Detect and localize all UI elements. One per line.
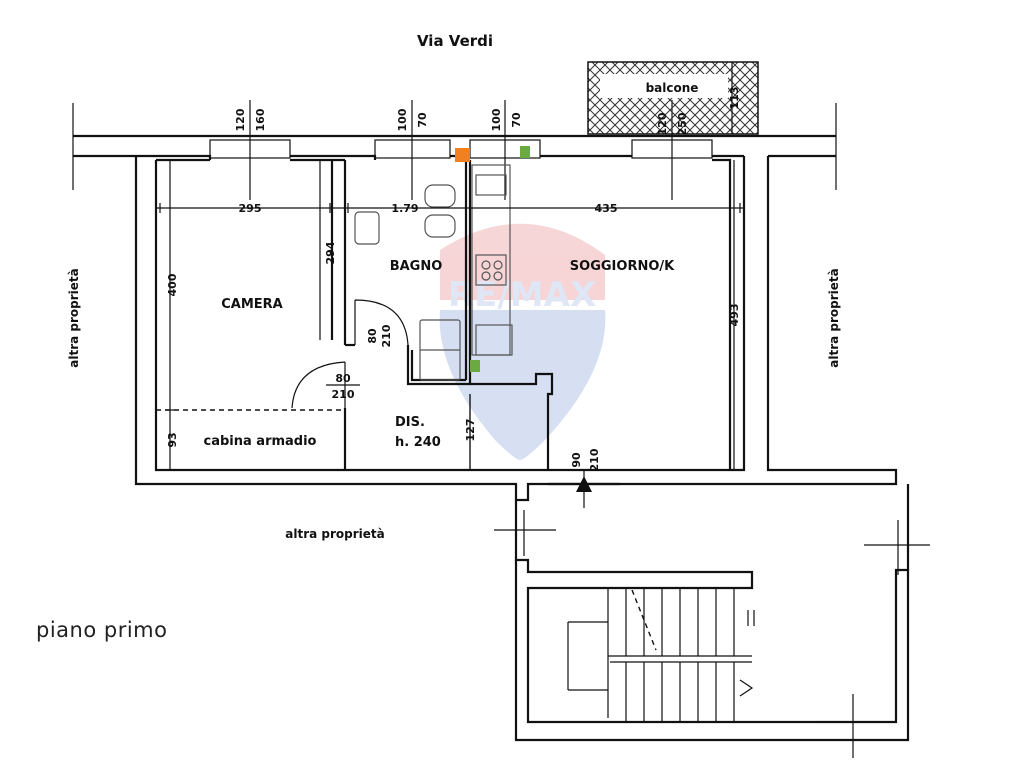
bathroom-fixtures xyxy=(354,148,480,381)
neighbour-right: altra proprietà xyxy=(827,268,841,368)
balcony-label: balcone xyxy=(646,81,699,95)
room-camera: CAMERA xyxy=(221,297,283,312)
door-bagno-width: 80 xyxy=(366,328,379,344)
door-entry-height: 210 xyxy=(588,448,601,471)
dim-cabina-height: 93 xyxy=(166,432,179,447)
dim-camera-width: 295 xyxy=(239,202,262,215)
win1-height: 160 xyxy=(254,108,267,131)
room-bagno: BAGNO xyxy=(390,259,443,274)
win2-height: 70 xyxy=(416,112,429,128)
balcony xyxy=(587,61,759,135)
dim-dis-depth: 127 xyxy=(464,419,477,442)
neighbour-bottom: altra proprietà xyxy=(285,527,385,541)
room-dis: DIS. xyxy=(395,415,425,430)
room-soggiorno: SOGGIORNO/K xyxy=(570,259,675,274)
dimension-lines xyxy=(156,160,744,470)
win1-width: 120 xyxy=(234,108,247,131)
win3-height: 70 xyxy=(510,112,523,128)
dim-camera-inner: 294 xyxy=(324,241,337,264)
door-bagno xyxy=(354,299,409,346)
door-camera-width: 80 xyxy=(335,372,351,385)
door-entry xyxy=(548,470,620,508)
room-cabina: cabina armadio xyxy=(204,434,317,449)
door-bagno-height: 210 xyxy=(380,324,393,347)
win4-width: 120 xyxy=(656,112,669,135)
neighbour-left: altra proprietà xyxy=(67,268,81,368)
floor-label: piano primo xyxy=(36,618,168,642)
door-entry-width: 90 xyxy=(570,452,583,468)
kitchen-fixtures xyxy=(471,146,530,356)
watermark-text: RE/MAX xyxy=(448,275,596,315)
interior-walls xyxy=(156,160,554,470)
room-dis-height: h. 240 xyxy=(395,435,441,450)
win3-width: 100 xyxy=(490,108,503,131)
street-wall xyxy=(72,103,837,190)
door-camera-height: 210 xyxy=(332,388,355,401)
balcony-depth: 113 xyxy=(728,87,741,110)
dim-soggiorno-height: 493 xyxy=(728,304,741,327)
street-name: Via Verdi xyxy=(417,32,493,50)
stairwell xyxy=(494,484,930,758)
dim-soggiorno-width: 435 xyxy=(595,202,618,215)
dim-camera-height: 400 xyxy=(166,273,179,296)
win2-width: 100 xyxy=(396,108,409,131)
window-2 xyxy=(374,100,451,200)
win4-height: 250 xyxy=(676,112,689,135)
dim-bagno-width: 1.79 xyxy=(391,202,418,215)
window-1 xyxy=(209,100,291,200)
